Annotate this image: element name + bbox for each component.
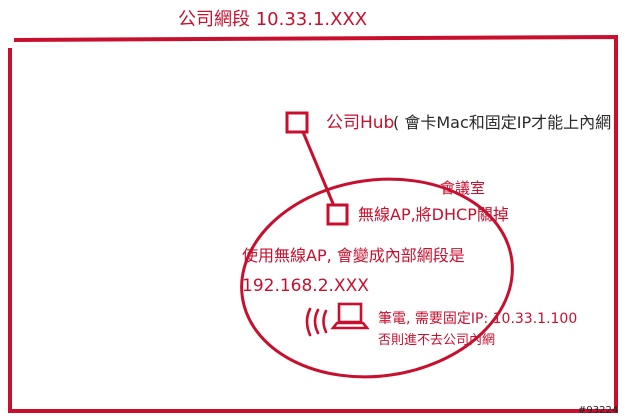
- hub-box: [285, 111, 309, 134]
- ap-description-line1: 使用無線AP, 會變成內部網段是: [242, 246, 465, 265]
- laptop-note-line1: 筆電, 需要固定IP: 10.33.1.100: [378, 311, 578, 327]
- meeting-room-boundary: [240, 177, 514, 379]
- hub-note: ( 會卡Mac和固定IP才能上內網: [393, 113, 612, 132]
- ap-box: [326, 203, 349, 226]
- laptop-icon: [330, 302, 370, 330]
- watermark: #93224: [578, 405, 619, 416]
- ap-description-line2: 192.168.2.XXX: [242, 276, 369, 296]
- network-title: 公司網段 10.33.1.XXX: [178, 9, 368, 30]
- meeting-room-label: 會議室: [440, 179, 486, 197]
- laptop-note-line2: 否則進不去公司內網: [378, 333, 496, 348]
- wifi-signal-icon: [305, 307, 328, 337]
- company-network-boundary: [8, 34, 618, 413]
- ap-label: 無線AP,將DHCP關掉: [358, 205, 509, 224]
- hub-ap-link: [301, 131, 336, 207]
- hub-label: 公司Hub: [326, 113, 395, 133]
